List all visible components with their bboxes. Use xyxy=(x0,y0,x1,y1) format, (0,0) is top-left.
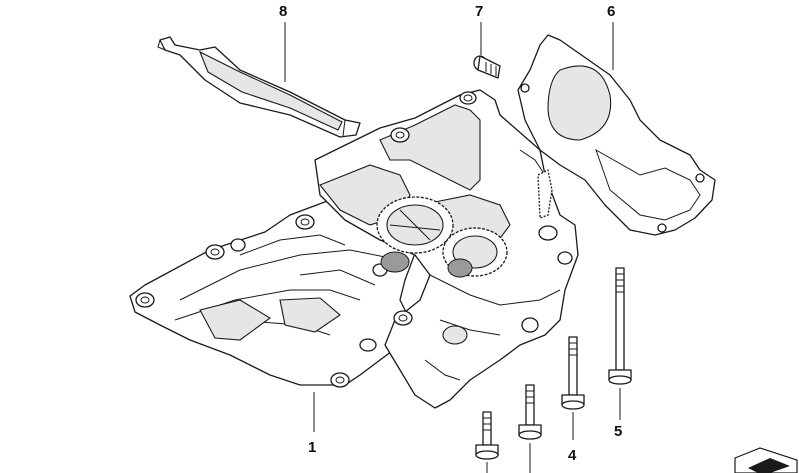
callout-7: 7 xyxy=(475,3,484,20)
bolt-left xyxy=(475,411,499,460)
bolt-middle xyxy=(518,384,542,440)
bolt-right xyxy=(561,336,585,410)
callout-8: 8 xyxy=(279,3,288,20)
callout-5: 5 xyxy=(614,423,623,440)
callout-6: 6 xyxy=(607,3,616,20)
parts-catalog-symbol-icon xyxy=(734,447,798,473)
flange-bolt-holes xyxy=(135,91,573,388)
part-6-cover xyxy=(517,34,716,236)
callout-1: 1 xyxy=(308,439,317,456)
part-7-bolt xyxy=(473,55,501,79)
part-1-housing xyxy=(129,89,579,409)
part-5-bolt xyxy=(608,267,632,385)
part-4-bolts xyxy=(475,336,585,460)
part-8-bracket xyxy=(157,36,361,138)
leader-lines xyxy=(284,22,621,473)
gear-assembly xyxy=(376,169,553,278)
callout-4: 4 xyxy=(568,447,577,464)
